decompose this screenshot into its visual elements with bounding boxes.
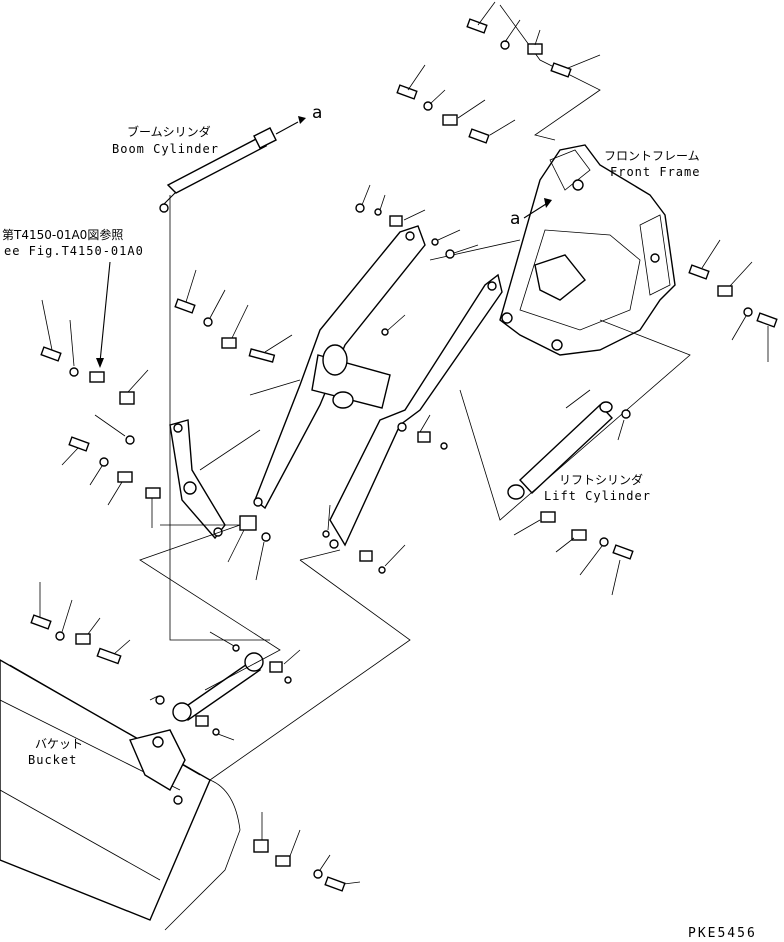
hardware-middle [322,184,479,574]
bell-crank [169,419,226,540]
connector-mark-a-top: a [312,103,322,123]
boom-arm [253,225,503,549]
boom-cylinder-label-en: Boom Cylinder [112,142,219,156]
hardware-right [513,239,778,596]
drawing-code: PKE5456 [688,926,757,941]
boom-cylinder-label-jp: ブームシリンダ [127,124,211,139]
bucket [0,659,241,931]
lift-cylinder-label-jp: リフトシリンダ [559,472,643,487]
lift-cylinder-label-en: Lift Cylinder [544,489,651,503]
front-frame-label-jp: フロントフレーム [604,149,700,163]
hardware-bottom [30,582,361,892]
assembly-lines [139,4,691,781]
reference-label-en: ee Fig.T4150-01A0 [4,244,144,258]
hardware-left [40,269,293,581]
reference-label-jp: 第T4150-01A0図参照 [2,227,123,242]
bucket-link [172,652,264,722]
front-frame-label-en: Front Frame [610,165,700,179]
bucket-label-en: Bucket [28,753,77,767]
hardware-top [396,1,601,144]
bucket-label-jp: バケット [35,737,83,751]
reference-leader [99,261,111,363]
front-frame [499,144,676,356]
connector-mark-a-frame: a [510,209,520,229]
lift-cylinder [507,401,613,500]
boom-cylinder [159,116,306,213]
